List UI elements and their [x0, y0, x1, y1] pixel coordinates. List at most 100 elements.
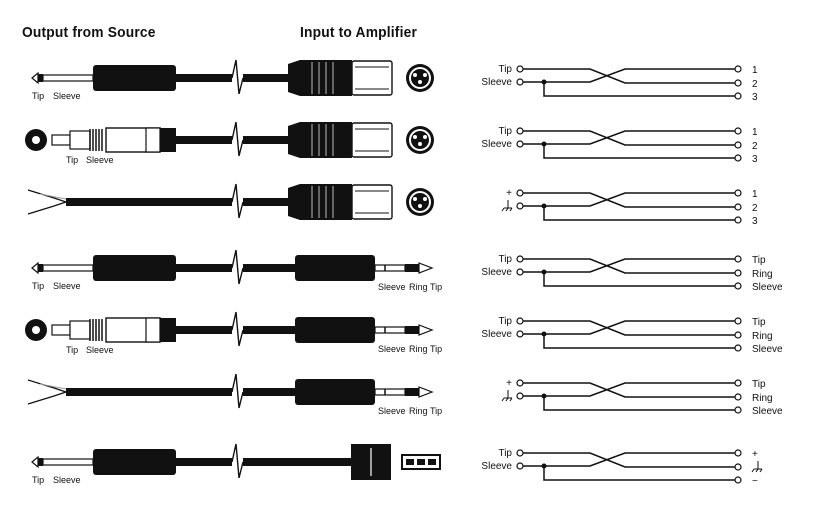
terminal-right [734, 331, 742, 339]
euroblock-pin [428, 459, 436, 465]
xlr-pin [418, 204, 422, 208]
terminal-left [516, 202, 524, 210]
wire-label-right: Tip [752, 379, 766, 390]
wire-label-right: Ring [752, 269, 773, 280]
xlr-pin [423, 135, 427, 139]
wire-label-right: 1 [752, 127, 758, 138]
ground-icon [509, 207, 513, 212]
plug-shaft [42, 74, 94, 82]
euroblock-pin [406, 459, 414, 465]
terminal-right [734, 154, 742, 162]
cable [176, 74, 232, 82]
plug-tip [31, 455, 39, 469]
wire-lead-ground [27, 391, 67, 405]
terminal-right [734, 406, 742, 414]
terminal-left [516, 449, 524, 457]
terminal-right [734, 379, 742, 387]
cable [176, 264, 232, 272]
terminal-right [734, 463, 742, 471]
xlr-shell [351, 184, 393, 220]
rca-jack-hole [32, 136, 40, 144]
xlr-pin [413, 73, 417, 77]
wire-ground [543, 272, 735, 287]
wire-label-left: Sleeve [481, 267, 512, 278]
xlr-shell [351, 60, 393, 96]
plug-tip [31, 261, 39, 275]
label-sleeve: Sleeve [378, 406, 406, 416]
ground-icon [501, 207, 505, 212]
wire-hot [523, 258, 735, 274]
wire-label-right: Sleeve [752, 282, 783, 293]
terminal-right [734, 79, 742, 87]
terminal-right [734, 216, 742, 224]
label-tip: Tip [430, 282, 442, 292]
header-output-from-source: Output from Source [22, 24, 156, 41]
cable [66, 388, 232, 396]
wire-label-left: Tip [498, 448, 512, 459]
wire-label-left: Sleeve [481, 77, 512, 88]
plug-tip [31, 71, 39, 85]
wire-label-right: Tip [752, 255, 766, 266]
terminal-right [734, 189, 742, 197]
terminal-left [516, 462, 524, 470]
wire-cold [523, 320, 735, 335]
rca-pin [51, 324, 71, 336]
terminal-right [734, 393, 742, 401]
terminal-left [516, 379, 524, 387]
rca-strain [160, 318, 176, 342]
ground-icon [751, 468, 755, 473]
cable-break [231, 311, 244, 347]
label-sleeve: Sleeve [378, 282, 406, 292]
rca-collar [145, 127, 161, 153]
wire-shield [39, 193, 67, 200]
euroblock-pin [417, 459, 425, 465]
label-ring: Ring [409, 406, 428, 416]
xlr-pin [418, 80, 422, 84]
label-sleeve: Sleeve [378, 344, 406, 354]
wire-label-right: + [752, 449, 758, 460]
trs-tip [418, 262, 434, 274]
terminal-left [516, 140, 524, 148]
plug-shaft [42, 264, 94, 272]
wire-ground [543, 206, 735, 221]
cable [176, 458, 232, 466]
rca-collar [145, 317, 161, 343]
rca-shell [69, 130, 91, 150]
terminal-left [516, 127, 524, 135]
ground-icon [755, 468, 759, 473]
label-tip: Tip [66, 345, 78, 355]
label-tip: Tip [32, 281, 44, 291]
cable [66, 198, 232, 206]
label-sleeve: Sleeve [53, 281, 81, 291]
label-tip: Tip [32, 475, 44, 485]
terminal-right [734, 141, 742, 149]
wire-label-left: Tip [498, 126, 512, 137]
wire-lead-ground [27, 201, 67, 215]
cable [176, 136, 232, 144]
wire-label-right: Sleeve [752, 344, 783, 355]
rca-strain [160, 128, 176, 152]
xlr-pin [423, 73, 427, 77]
ground-icon [501, 397, 505, 402]
label-sleeve: Sleeve [86, 345, 114, 355]
terminal-left [516, 392, 524, 400]
wire-label-right: 3 [752, 154, 758, 165]
label-tip: Tip [66, 155, 78, 165]
ground-icon [759, 468, 763, 473]
label-sleeve: Sleeve [86, 155, 114, 165]
ground-icon [509, 397, 513, 402]
trs-shaft [374, 264, 406, 272]
wire-ground [543, 396, 735, 411]
wire-label-right: Ring [752, 331, 773, 342]
cable [243, 198, 288, 206]
wire-ground [543, 144, 735, 159]
xlr-pin [423, 197, 427, 201]
cable [243, 74, 288, 82]
label-ring: Ring [409, 344, 428, 354]
wire-hot [523, 130, 735, 146]
trs-ring [405, 388, 419, 396]
terminal-right [734, 317, 742, 325]
plug-body [93, 255, 176, 281]
